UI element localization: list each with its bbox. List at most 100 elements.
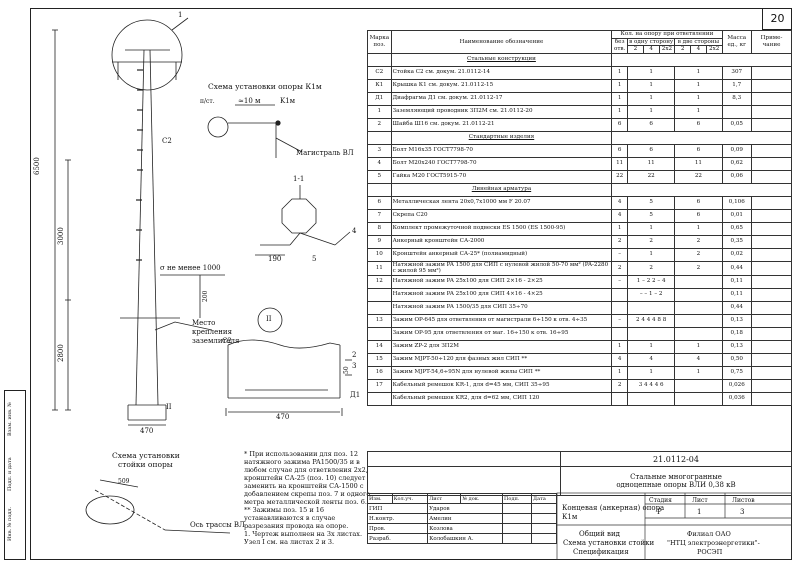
cell-mass: 0,09 [721,143,752,158]
cell-q0 [611,300,629,315]
hdr-sub: 2х2 [658,45,676,54]
callout-II: II [266,315,272,323]
callout-3: 3 [352,362,357,370]
cell-remark [750,391,793,406]
cell-q1: 1 – 2 2 – 4 [627,274,676,289]
cell-mass: 0,05 [721,117,752,132]
cell-mass: 0,11 [721,287,752,302]
hdr-sub: 2х2 [705,45,723,54]
cell-q0: 1 [611,65,629,80]
cell-q2: 1 [674,221,723,236]
doc-title: Стальные многогранные одноцепные опоры В… [560,466,792,496]
cell-remark [750,169,793,184]
cell-q2: 22 [674,169,723,184]
cell-q2 [674,287,723,302]
cell-q2: 1 [674,65,723,80]
hdr-mass: Масса ед., кг [721,30,752,54]
cell-mark: 13 [367,313,392,328]
section-line: Линейная арматура [390,182,613,197]
cell-name: Крышка К1 см. докум. 21.0112-15 [390,78,613,93]
cell-mass: 0,44 [721,300,752,315]
cell-q0: 1 [611,221,629,236]
cell-q0: – [611,274,629,289]
cell-q0: 2 [611,378,629,393]
cell-q2 [674,391,723,406]
cell-remark [750,234,793,249]
cell-mark: 15 [367,352,392,367]
cell-mass: 0,13 [721,313,752,328]
dim-509: 509 [118,478,130,485]
dim-190: 190 [268,255,282,263]
cell-q1: 11 [627,156,676,171]
cell-mark: 11 [367,260,392,276]
cell-name: Металлическая лента 20х0,7х1000 мм F 20.… [390,195,613,210]
cell-q2 [674,378,723,393]
cell-q2: 6 [674,117,723,132]
dim-470: 470 [140,427,154,435]
cell-mark [367,326,392,341]
cell-name: Зажим MJPT-54,6÷95N для нулевой жилы СИП… [390,365,613,380]
drawing-frame [30,8,792,560]
title-lines [556,492,792,560]
dim-min-1000: σ не менее 1000 [160,264,221,272]
cell-mark: 10 [367,247,392,262]
stage: Р [657,508,662,516]
hdr-name: Наименование обозначение [390,30,613,54]
cell-q1: 5 [627,195,676,210]
cell-q1: 2 4 4 4 8 8 [627,313,676,328]
cell-remark [750,117,793,132]
cell-mass: 0,11 [721,274,752,289]
doc-title-1: Стальные многогранные [630,473,722,481]
cell-q2: 1 [674,365,723,380]
cell-mass: 0,50 [721,352,752,367]
cell-mark: 2 [367,117,392,132]
cell-q2 [674,274,723,289]
view-2: Схема установки стойки [563,539,655,547]
cell-q2: 6 [674,195,723,210]
cell-mass: 0,18 [721,326,752,341]
cell-remark [750,104,793,119]
cell-q1: 1 [627,104,676,119]
cell-mark: 6 [367,195,392,210]
note-2: ** Зажимы поз. 15 и 16 устанавливаются в… [244,506,349,530]
cell-q0: 1 [611,339,629,354]
cell-q1 [627,300,676,315]
cell-q2: 6 [674,208,723,223]
cell-mark: 7 [367,208,392,223]
cell-mass [721,104,752,119]
scheme-title: Схема установки опоры К1м [208,82,322,91]
cell-remark [750,247,793,262]
cell-q2: 1 [674,104,723,119]
axis-label: Ось трассы ВЛ [190,521,245,529]
cell-q0 [611,326,629,341]
cell-mass: 0,026 [721,378,752,393]
cell-q2: 6 [674,143,723,158]
cell-q0: 22 [611,169,629,184]
cell-q0 [611,287,629,302]
cell-remark [750,365,793,380]
cell-q2: 2 [674,234,723,249]
cell-mark [367,391,392,406]
cell-name: Болт М20х240 ГОСТ7798-70 [390,156,613,171]
cell-q2: 2 [674,260,723,276]
callout-4: 4 [352,227,357,235]
sheets-h: Листов [732,497,755,504]
cell-q0: 4 [611,208,629,223]
cell-name: Зажим ZP-2 для ЗП2М [390,339,613,354]
cell-name: Кабельный ремешок KR2, для d=62 мм, СИП … [390,391,613,406]
cell-remark [750,300,793,315]
cell-mark: 14 [367,339,392,354]
table-row: Кабельный ремешок KR2, для d=62 мм, СИП … [367,391,793,406]
cell-q0: 1 [611,78,629,93]
